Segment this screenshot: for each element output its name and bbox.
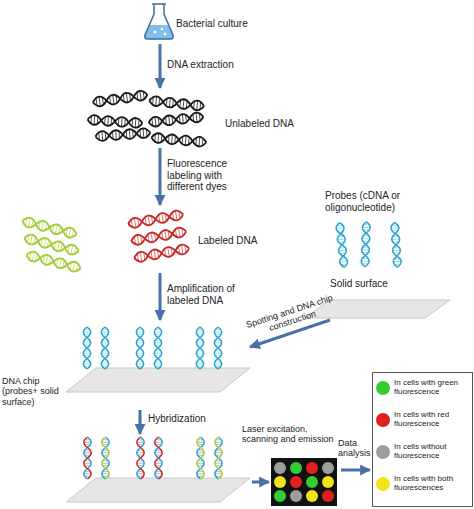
spot <box>322 490 334 502</box>
probe-helix <box>336 222 349 268</box>
stage-label: Probes (cDNA or oligonucleotide) <box>325 190 435 213</box>
spot <box>306 462 318 474</box>
stage-label: Labeled DNA <box>198 235 264 247</box>
dna-helix <box>149 96 205 111</box>
process-arrow <box>252 481 269 484</box>
spot <box>290 490 302 502</box>
legend-label: In cells with both fluorescences <box>394 474 470 492</box>
solid-surface <box>305 300 450 318</box>
step-label: Amplification of labeled DNA <box>167 283 257 306</box>
dna-chip <box>66 327 250 392</box>
spot <box>274 462 286 474</box>
spot <box>290 476 302 488</box>
spot <box>274 476 286 488</box>
dna-helix <box>87 115 143 128</box>
probe-helix <box>391 222 402 267</box>
step-label: DNA extraction <box>167 59 247 71</box>
process-arrow <box>158 44 161 88</box>
probe-helix <box>214 327 221 369</box>
dna-helix <box>148 112 204 127</box>
green-dna-helix <box>25 250 81 273</box>
connector-group <box>160 44 330 347</box>
red-dna-helix <box>127 210 184 229</box>
stage-group: DNA chip (probes+ solid surface) <box>0 320 250 410</box>
step-label: Data analysis <box>338 438 376 459</box>
labeled-dna <box>21 210 190 273</box>
hybrid-helix <box>102 437 109 479</box>
legend-box <box>373 373 473 507</box>
spot <box>322 476 334 488</box>
stage-group: Bacterial culture <box>140 0 260 44</box>
stage-group: Probes (cDNA or oligonucleotide) Solid su… <box>300 188 460 320</box>
bubble <box>164 33 167 36</box>
step-label: Hybridization <box>148 413 228 425</box>
process-arrow <box>158 148 161 205</box>
stage-label: DNA chip (probes+ solid surface) <box>2 376 68 407</box>
red-dna-helix <box>133 244 190 263</box>
probe-helix <box>101 327 108 369</box>
spot <box>306 476 318 488</box>
step-label: Spotting and DNA chip construction <box>232 288 351 344</box>
probe-helix <box>136 327 143 369</box>
hybrid-helix <box>215 437 222 479</box>
flask-outline <box>145 4 173 39</box>
stage-group: Labeled DNA <box>15 205 265 273</box>
dna-helix <box>151 133 207 147</box>
process-arrow <box>159 273 162 320</box>
hybrid-helix <box>84 437 91 479</box>
spot <box>290 462 302 474</box>
process-arrow <box>341 469 370 472</box>
bubble <box>154 31 157 34</box>
stage-label: Solid surface <box>330 278 410 290</box>
spot <box>306 490 318 502</box>
legend-swatch <box>376 413 390 427</box>
probe-helix <box>154 327 161 369</box>
stage-label: Bacterial culture <box>176 18 262 30</box>
hybrid-helix <box>155 437 162 479</box>
bubble <box>161 28 163 30</box>
legend-swatch <box>376 445 390 459</box>
hybridized-chip <box>66 437 250 502</box>
hybrid-helix <box>197 437 204 479</box>
unlabeled-dna <box>87 90 206 147</box>
legend-swatch <box>376 477 390 491</box>
probe-helix <box>83 327 90 369</box>
spot <box>322 462 334 474</box>
spot <box>274 490 286 502</box>
legend-label: In cells with red fluorescence <box>394 410 470 428</box>
red-dna-helix <box>130 227 187 246</box>
stage-label: Unlabeled DNA <box>225 118 301 130</box>
dna-helix <box>95 128 151 141</box>
scan-image <box>271 458 337 506</box>
step-label: Fluorescence labeling with different dye… <box>167 158 239 193</box>
scanned-array <box>271 458 337 506</box>
flask-icon <box>145 4 173 39</box>
process-arrow <box>139 410 142 434</box>
dna-helix <box>92 90 148 107</box>
stage-group: Unlabeled DNA <box>85 88 295 148</box>
process-arrow <box>250 320 330 347</box>
legend-label: In cells with green fluorescence <box>394 378 470 396</box>
probes <box>336 222 402 268</box>
hybrid-helix <box>137 437 144 479</box>
chip-surface <box>66 368 250 392</box>
legend-swatch <box>376 381 390 395</box>
probe-helix <box>196 327 203 369</box>
step-label: Laser excitation, scanning and emission <box>242 424 336 445</box>
legend-label: In cells without fluorescence <box>394 442 470 460</box>
chip-surface <box>66 478 250 502</box>
probe-helix <box>361 222 370 267</box>
